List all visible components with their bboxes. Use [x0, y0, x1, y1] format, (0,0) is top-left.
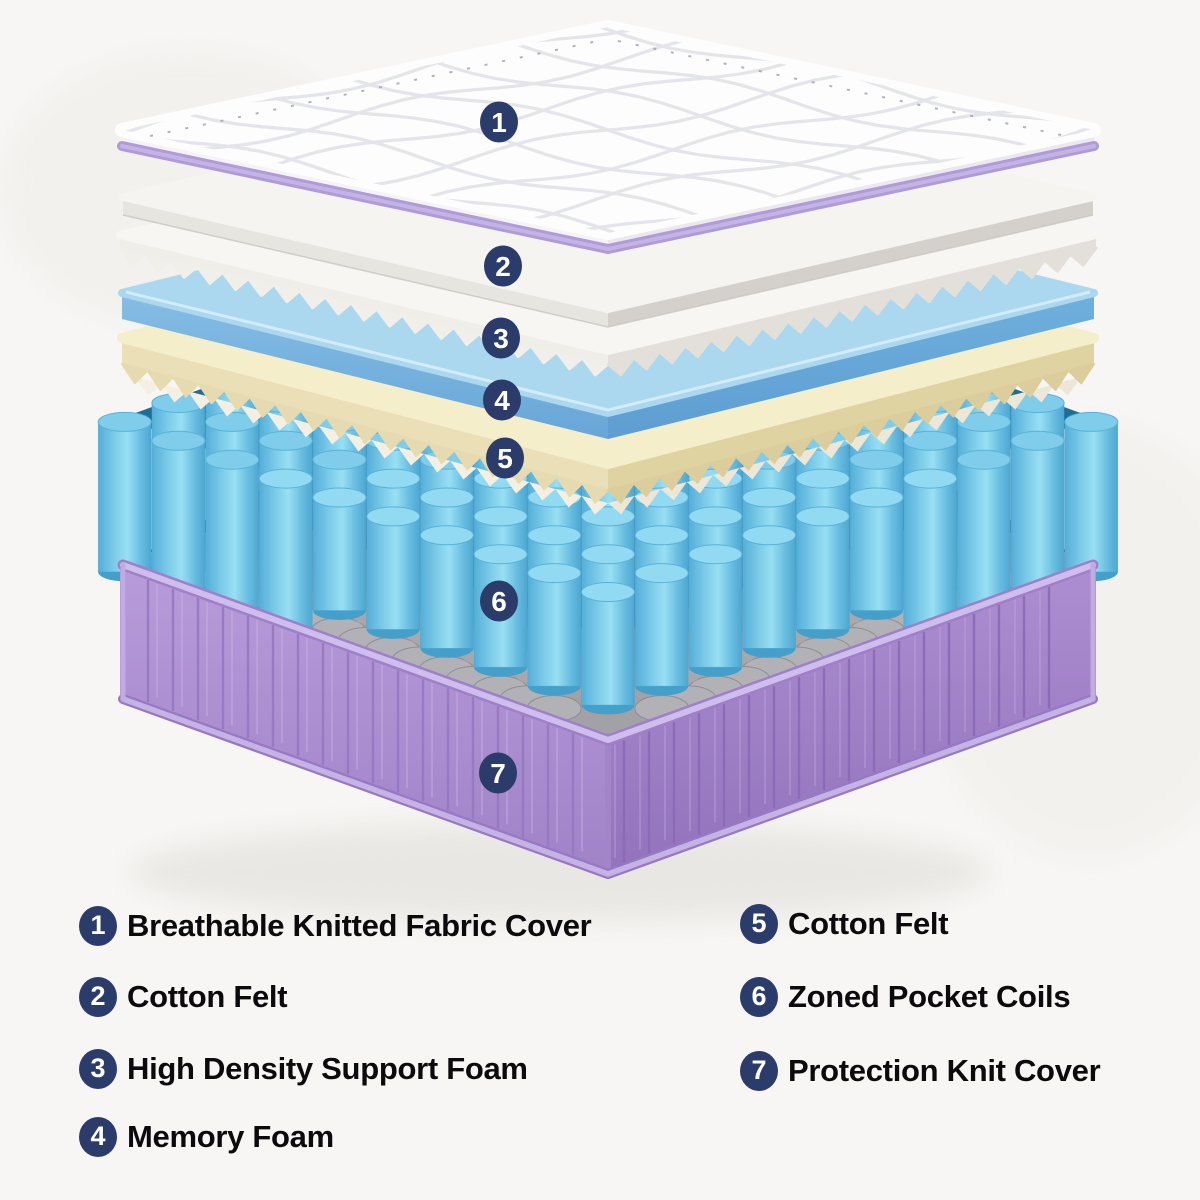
legend-label-6: Zoned Pocket Coils: [788, 979, 1071, 1014]
callout-badge-7: 7: [479, 752, 517, 794]
svg-text:6: 6: [491, 586, 507, 617]
legend-item-6: 6 Zoned Pocket Coils: [740, 977, 1071, 1017]
ground-shadow: [130, 822, 990, 922]
callout-badges: 1 2 3 4 5 6 7: [479, 101, 524, 794]
legend-item-5: 5 Cotton Felt: [740, 904, 949, 944]
callout-badge-3: 3: [482, 317, 520, 359]
svg-text:1: 1: [491, 107, 507, 138]
legend-badge-6: 6: [740, 977, 778, 1017]
legend-label-4: Memory Foam: [127, 1119, 334, 1154]
callout-badge-4: 4: [483, 379, 521, 421]
legend-badge-number: 3: [90, 1052, 106, 1083]
base-knit-cover-layer: [117, 559, 1099, 879]
legend-label-1: Breathable Knitted Fabric Cover: [127, 908, 592, 943]
legend-badge-number: 7: [751, 1054, 767, 1085]
callout-badge-5: 5: [486, 437, 524, 479]
svg-text:5: 5: [497, 443, 513, 474]
legend-item-2: 2 Cotton Felt: [79, 977, 288, 1017]
legend-badge-number: 1: [90, 909, 106, 940]
legend-badge-4: 4: [79, 1117, 117, 1157]
legend-badge-number: 5: [751, 907, 767, 938]
callout-badge-1: 1: [480, 101, 518, 143]
legend-item-4: 4 Memory Foam: [79, 1117, 334, 1157]
knitted-cover-layer: [115, 20, 1101, 254]
legend-label-3: High Density Support Foam: [127, 1051, 528, 1086]
callout-badge-6: 6: [480, 580, 518, 622]
callout-badge-2: 2: [484, 245, 522, 287]
svg-text:2: 2: [495, 251, 511, 282]
legend-badge-number: 6: [751, 980, 767, 1011]
svg-text:3: 3: [493, 323, 509, 354]
svg-text:4: 4: [494, 385, 510, 416]
legend-label-5: Cotton Felt: [788, 906, 949, 941]
legend-badge-5: 5: [740, 904, 778, 944]
legend-badge-number: 2: [90, 980, 106, 1011]
svg-text:7: 7: [490, 758, 506, 789]
legend-badge-number: 4: [90, 1120, 106, 1151]
legend-badge-1: 1: [79, 906, 117, 946]
legend-item-3: 3 High Density Support Foam: [79, 1049, 528, 1089]
legend-label-7: Protection Knit Cover: [788, 1053, 1101, 1088]
legend-badge-2: 2: [79, 977, 117, 1017]
legend-item-7: 7 Protection Knit Cover: [740, 1051, 1101, 1091]
legend-badge-7: 7: [740, 1051, 778, 1091]
legend-item-1: 1 Breathable Knitted Fabric Cover: [79, 906, 592, 946]
legend-badge-3: 3: [79, 1049, 117, 1089]
legend-label-2: Cotton Felt: [127, 979, 288, 1014]
